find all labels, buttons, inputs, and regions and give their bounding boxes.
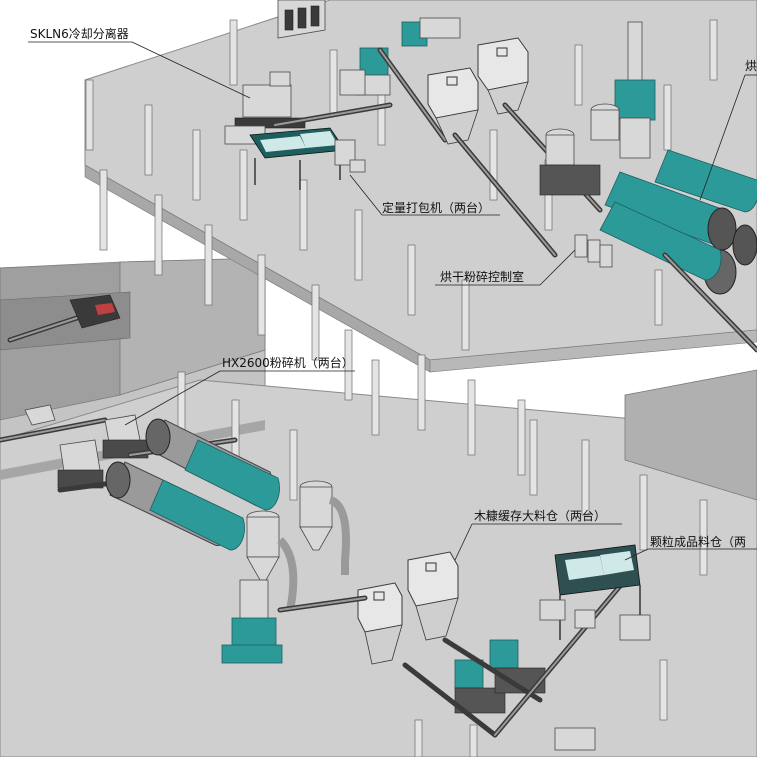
- lower-columns: [99, 169, 708, 757]
- control-room-panels: [574, 234, 613, 268]
- label-control-room: 烘干粉碎控制室: [440, 269, 524, 284]
- lower-rotary-dryers: [105, 418, 280, 551]
- lower-cyclones: [246, 480, 350, 611]
- lower-equipment: [0, 404, 651, 751]
- label-cooler: SKLN6冷却分离器: [30, 26, 129, 41]
- upper-equipment: [224, 0, 757, 353]
- bottom-cabinets: [554, 727, 596, 751]
- upper-rotary-dryers: [599, 149, 757, 295]
- annotations: SKLN6冷却分离器 定量打包机（两台） 烘 烘干粉碎控制室 HX2600粉碎机…: [28, 26, 757, 561]
- left-annex: [0, 257, 266, 471]
- label-pellet-silo: 颗粒成品料仓（两: [650, 534, 746, 549]
- upper-tower: [614, 21, 656, 159]
- lower-silos: [357, 551, 459, 665]
- lower-tower: [221, 579, 283, 664]
- label-sawdust-silo: 木糠缓存大料仓（两台）: [474, 508, 606, 523]
- upper-pellet-mills: [339, 17, 461, 96]
- pellet-product-silos: [539, 544, 651, 641]
- upper-silos: [427, 37, 529, 145]
- label-crusher: HX2600粉碎机（两台）: [222, 355, 354, 370]
- upper-cyclones: [539, 103, 620, 196]
- right-wall: [624, 369, 757, 501]
- label-dryer-top: 烘: [745, 59, 757, 73]
- label-packer: 定量打包机（两台）: [382, 200, 490, 215]
- feeder-machine: [69, 294, 121, 329]
- packing-machines: [249, 127, 366, 190]
- skln6-cooler-separator: [224, 71, 306, 145]
